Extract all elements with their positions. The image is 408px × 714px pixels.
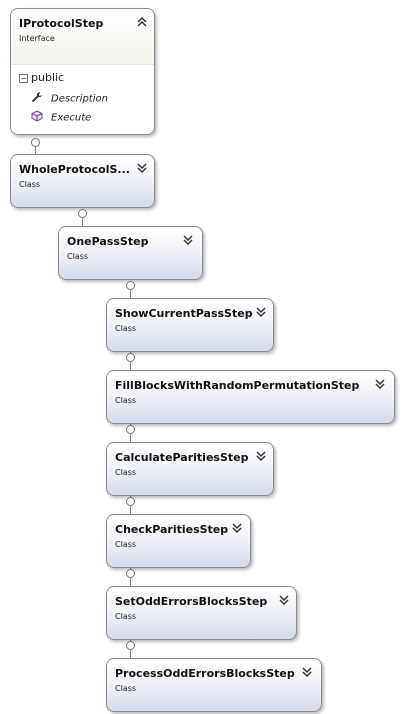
- class-name: FillBlocksWithRandomPermutationStep: [115, 379, 360, 392]
- class-fillblockswithrandompermutationstep[interactable]: FillBlocksWithRandomPermutationStep Clas…: [106, 370, 395, 424]
- class-stereotype: Class: [115, 684, 137, 693]
- class-checkparitiesstep[interactable]: CheckParitiesStep Class: [106, 514, 251, 568]
- class-stereotype: Class: [67, 252, 89, 261]
- class-name: CheckParitiesStep: [115, 523, 229, 536]
- interface-stereotype: Interface: [19, 34, 55, 43]
- class-calculateparitiesstep[interactable]: CalculateParitiesStep Class: [106, 442, 274, 496]
- expand-chevron-down-icon[interactable]: [373, 377, 387, 391]
- member-description[interactable]: Description: [31, 91, 108, 106]
- divider: [11, 64, 154, 65]
- class-stereotype: Class: [19, 180, 41, 189]
- inheritance-lollipop: [126, 497, 135, 506]
- collapse-minus-icon[interactable]: −: [19, 73, 28, 83]
- class-stereotype: Class: [115, 612, 137, 621]
- inheritance-lollipop: [78, 209, 87, 218]
- class-name: OnePassStep: [67, 235, 149, 248]
- inheritance-lollipop: [126, 353, 135, 362]
- class-processodderrorsblocksstep[interactable]: ProcessOddErrorsBlocksStep Class: [106, 658, 322, 712]
- class-setodderrorsblocksstep[interactable]: SetOddErrorsBlocksStep Class: [106, 586, 297, 640]
- expand-chevron-down-icon[interactable]: [254, 305, 268, 319]
- inheritance-lollipop: [126, 281, 135, 290]
- class-showcurrentpassstep[interactable]: ShowCurrentPassStep Class: [106, 298, 274, 352]
- class-stereotype: Class: [115, 540, 137, 549]
- class-stereotype: Class: [115, 396, 137, 405]
- member-label: Execute: [51, 112, 92, 124]
- member-execute[interactable]: Execute: [31, 110, 91, 125]
- member-label: Description: [51, 93, 108, 105]
- inheritance-lollipop: [126, 425, 135, 434]
- expand-chevron-down-icon[interactable]: [181, 233, 195, 247]
- interface-header: [11, 9, 154, 64]
- interface-iprotocolstep[interactable]: IProtocolStep Interface −public Descript…: [10, 8, 155, 135]
- section-public[interactable]: −public: [19, 71, 64, 84]
- inheritance-lollipop: [126, 569, 135, 578]
- class-name: ShowCurrentPassStep: [115, 307, 253, 320]
- collapse-chevron-up-icon[interactable]: [135, 15, 149, 29]
- expand-chevron-down-icon[interactable]: [254, 449, 268, 463]
- connector-line: [82, 218, 83, 227]
- inheritance-lollipop: [126, 641, 135, 650]
- class-onepassstep[interactable]: OnePassStep Class: [58, 226, 203, 280]
- class-name: CalculateParitiesStep: [115, 451, 249, 464]
- interface-lollipop: [31, 138, 40, 147]
- class-wholeprotocolstep[interactable]: WholeProtocolS... Class: [10, 154, 155, 208]
- expand-chevron-down-icon[interactable]: [135, 161, 149, 175]
- class-name: ProcessOddErrorsBlocksStep: [115, 667, 295, 680]
- method-cube-icon: [31, 110, 45, 125]
- interface-name: IProtocolStep: [19, 17, 104, 30]
- class-name: WholeProtocolS...: [19, 163, 129, 176]
- class-stereotype: Class: [115, 468, 137, 477]
- section-label: public: [31, 71, 65, 84]
- wrench-property-icon: [31, 91, 45, 106]
- expand-chevron-down-icon[interactable]: [300, 665, 314, 679]
- expand-chevron-down-icon[interactable]: [230, 521, 244, 535]
- class-stereotype: Class: [115, 324, 137, 333]
- connector-line: [35, 147, 36, 155]
- class-name: SetOddErrorsBlocksStep: [115, 595, 268, 608]
- expand-chevron-down-icon[interactable]: [277, 593, 291, 607]
